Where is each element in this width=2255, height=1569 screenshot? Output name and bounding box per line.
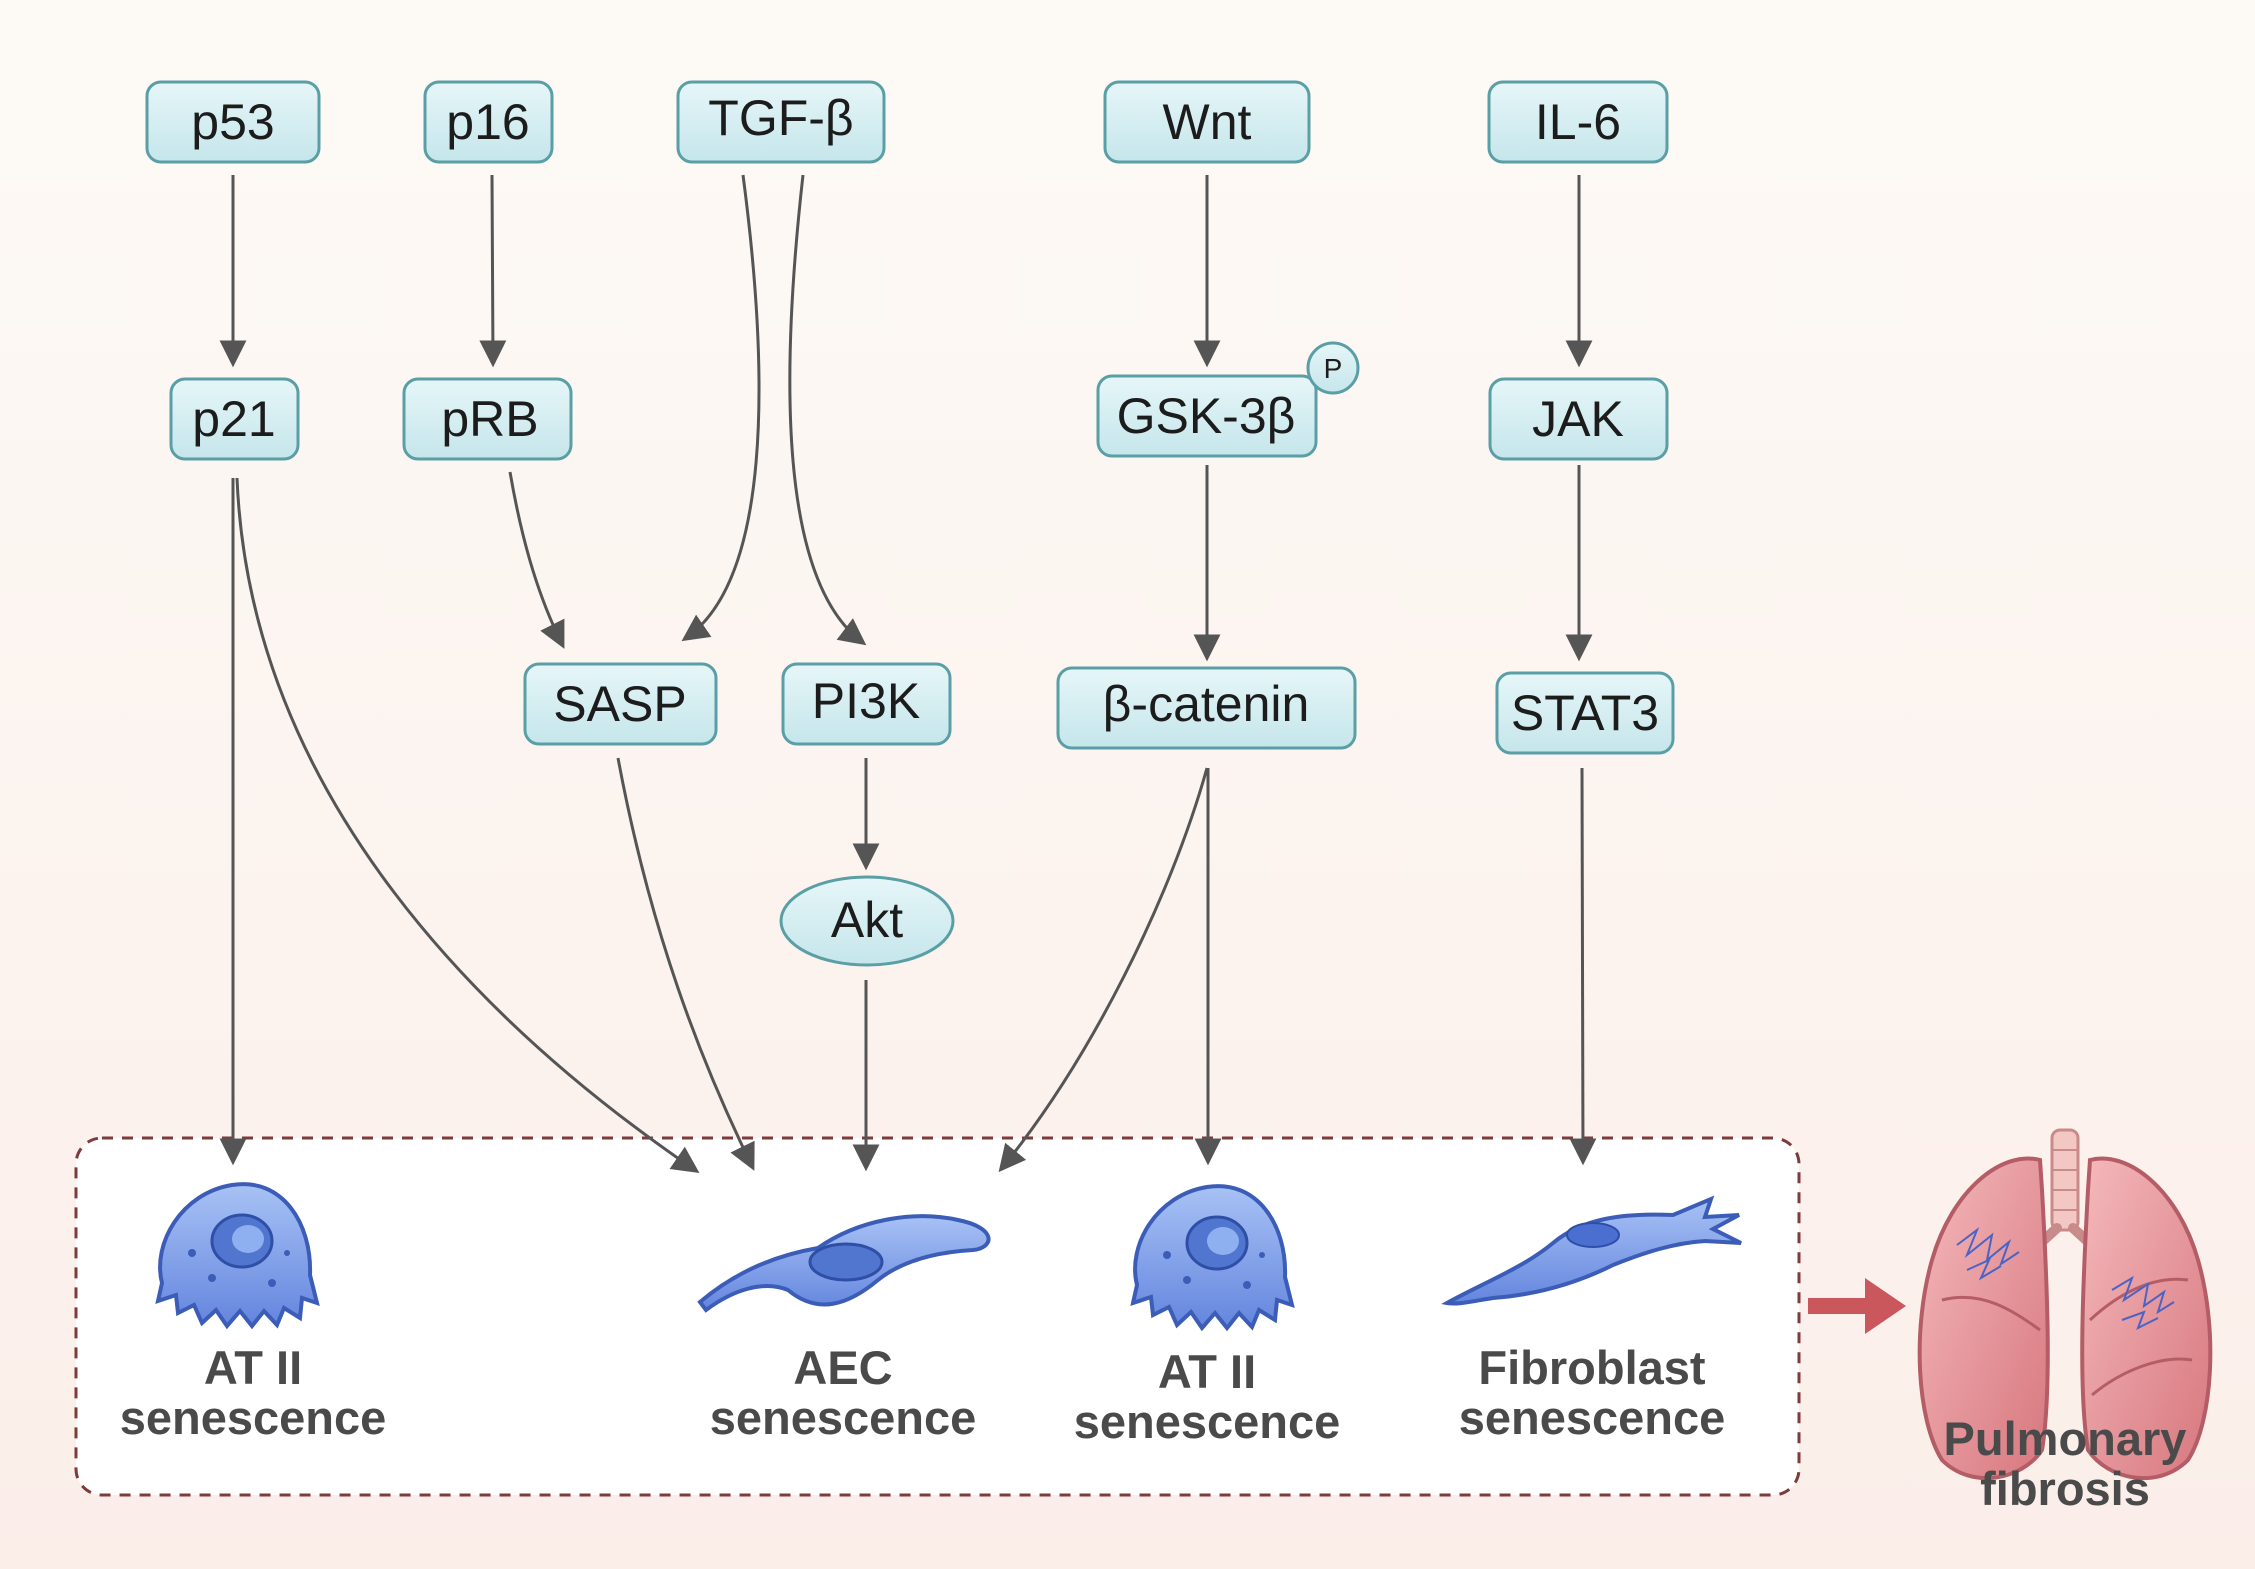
aec-label-line1: AEC [793,1341,892,1394]
node-p21-label: p21 [192,391,275,447]
cell-labels: AT II senescence AEC senescence AT II se… [120,1341,1726,1448]
at2-right-label-line2: senescence [1074,1395,1341,1448]
node-bcatenin[interactable]: β-catenin [1056,666,1357,750]
arrow-tgfb-sasp [681,174,761,642]
outcome-label-line2: fibrosis [1980,1462,2150,1515]
node-il6[interactable]: IL-6 [1487,80,1669,164]
node-prb-label: pRB [441,391,538,447]
node-jak-label: JAK [1532,391,1624,447]
node-bcatenin-label: β-catenin [1103,676,1310,732]
at2-right-label-line1: AT II [1158,1345,1256,1398]
phospho-label: P [1324,353,1343,384]
node-wnt-label: Wnt [1163,94,1252,150]
node-p53-label: p53 [191,94,274,150]
node-gsk3b[interactable]: GSK-3β [1096,374,1318,458]
node-p16-label: p16 [446,94,529,150]
node-wnt[interactable]: Wnt [1103,80,1311,164]
at2-cell-right-icon [1130,1184,1295,1332]
arrow-prb-sasp [508,471,565,649]
node-gsk3b-label: GSK-3β [1117,388,1296,444]
arrow-bcatenin-aec [998,767,1209,1173]
node-akt-label: Akt [831,892,903,948]
node-tgfb[interactable]: TGF-β [676,80,886,164]
arrow-stat3-fibroblast [1569,767,1597,1166]
node-prb[interactable]: pRB [402,377,573,461]
node-jak[interactable]: JAK [1488,377,1669,461]
outcome-label-line1: Pulmonary [1944,1412,2187,1465]
arrow-tgfb-pi3k [788,174,867,646]
node-il6-label: IL-6 [1535,94,1621,150]
node-p16[interactable]: p16 [423,80,554,164]
senescence-container [74,1136,1801,1497]
outcome-arrow [1808,1278,1906,1334]
node-p21[interactable]: p21 [169,377,300,461]
at2-left-label-line2: senescence [120,1391,387,1444]
aec-label-line2: senescence [710,1391,977,1444]
node-stat3-label: STAT3 [1511,685,1659,741]
pathway-arrows [219,174,1597,1174]
outcome-label: Pulmonary fibrosis [1944,1412,2187,1515]
fibroblast-label-line1: Fibroblast [1478,1341,1706,1394]
node-stat3[interactable]: STAT3 [1495,671,1675,755]
pathway-nodes: p53 p16 TGF-β Wnt IL-6 p21 pRB GS [145,80,1675,967]
node-sasp[interactable]: SASP [523,662,718,746]
fibroblast-label-line2: senescence [1459,1391,1726,1444]
aec-cell-icon [697,1214,991,1313]
node-pi3k-label: PI3K [812,673,920,729]
node-p53[interactable]: p53 [145,80,321,164]
node-sasp-label: SASP [553,676,686,732]
at2-left-label-line1: AT II [204,1341,302,1394]
arrow-p21-aec [235,477,700,1174]
phospho-badge: P [1306,341,1360,395]
node-tgfb-label: TGF-β [708,90,853,146]
node-akt[interactable]: Akt [779,875,955,967]
lungs-icon [1917,1128,2213,1481]
at2-cell-left-icon [155,1182,320,1330]
node-pi3k[interactable]: PI3K [781,662,952,746]
arrow-sasp-aec [616,757,755,1171]
arrow-p16-prb [479,174,507,368]
fibroblast-cell-icon [1441,1195,1742,1306]
